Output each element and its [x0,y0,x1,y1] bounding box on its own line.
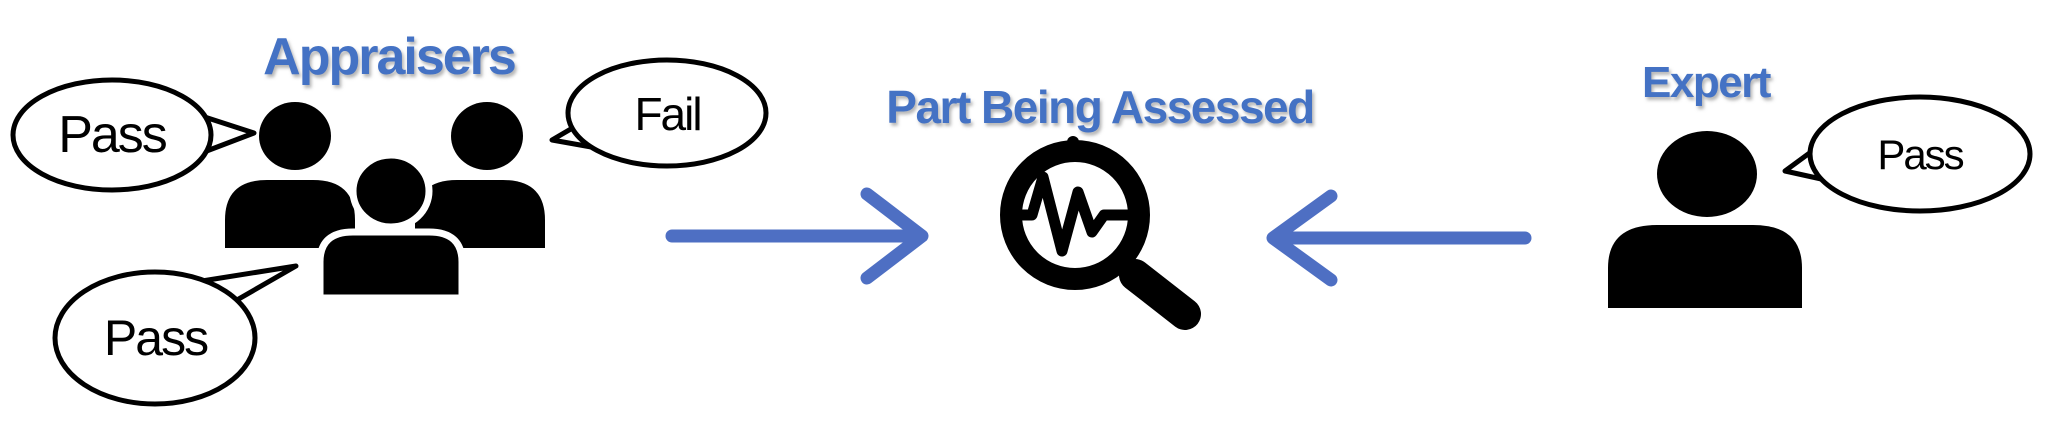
person-body [225,180,355,248]
speech-bubble-shape [1782,94,2033,214]
magnifier-lens-nub [1067,136,1079,148]
person-head [451,102,523,170]
speech-bubble-shape [10,77,257,193]
speech-bubble-pass-right: Pass [1778,92,2046,218]
waveform-pulse [1007,171,1134,257]
appraisers-title: Appraisers [263,28,517,86]
part-being-assessed-title: Part Being Assessed [886,81,1315,133]
expert-person-icon [1608,131,1802,308]
person-body [415,180,545,248]
speech-bubble-text: Pass [1877,131,1964,178]
person-head [259,102,331,170]
magnifier-handle [1119,259,1201,330]
expert-title: Expert [1642,58,1771,107]
speech-bubble-text: Pass [103,310,209,366]
person-head [1657,131,1757,217]
speech-bubble-pass-left: Pass [8,76,260,198]
person-body [1608,225,1802,308]
speech-bubble-shape [52,263,299,407]
arrow-right-icon [665,187,929,285]
speech-bubble-text: Fail [634,87,702,140]
speech-bubble-pass-bottom: Pass [48,260,303,410]
magnifier-waveform-icon [1000,136,1201,330]
people-group-icon [225,102,545,300]
speech-bubble-shape [549,57,769,169]
person-body [316,228,466,300]
speech-bubble-fail: Fail [545,56,780,171]
arrow-left-icon [1266,189,1532,287]
person-head [349,151,433,231]
speech-bubble-text: Pass [58,106,168,164]
